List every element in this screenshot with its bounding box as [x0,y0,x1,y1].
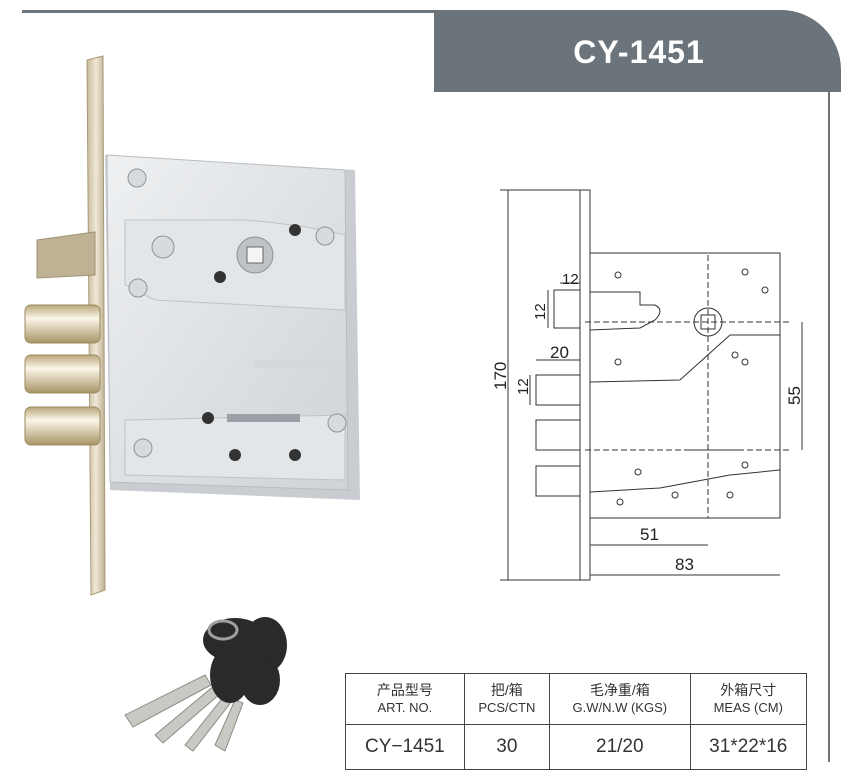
right-divider-line [828,92,830,762]
top-divider-line [22,10,442,13]
technical-drawing: 170 12 12 20 12 55 51 83 [491,189,804,581]
dim-backset: 51 [640,525,659,544]
header-banner: CY-1451 [434,10,841,92]
lock-photo [24,55,360,596]
dim-case-width: 83 [675,555,694,574]
value-art-no: CY−1451 [345,724,465,770]
dim-total-height: 170 [491,362,510,390]
dim-bolt-height: 12 [515,378,532,395]
dim-bolt-top-width: 12 [562,271,579,288]
dim-center-distance: 55 [785,386,804,405]
dim-bolt-offset: 20 [550,343,569,362]
value-weight: 21/20 [549,724,691,770]
product-title: CY-1451 [573,34,705,70]
dim-bolt-top-height: 12 [532,303,549,320]
value-meas: 31*22*16 [689,724,808,770]
spec-table-value-row: CY−1451 30 21/20 31*22*16 [345,724,808,770]
value-pcs-ctn: 30 [463,724,551,770]
keys-photo [124,617,287,752]
